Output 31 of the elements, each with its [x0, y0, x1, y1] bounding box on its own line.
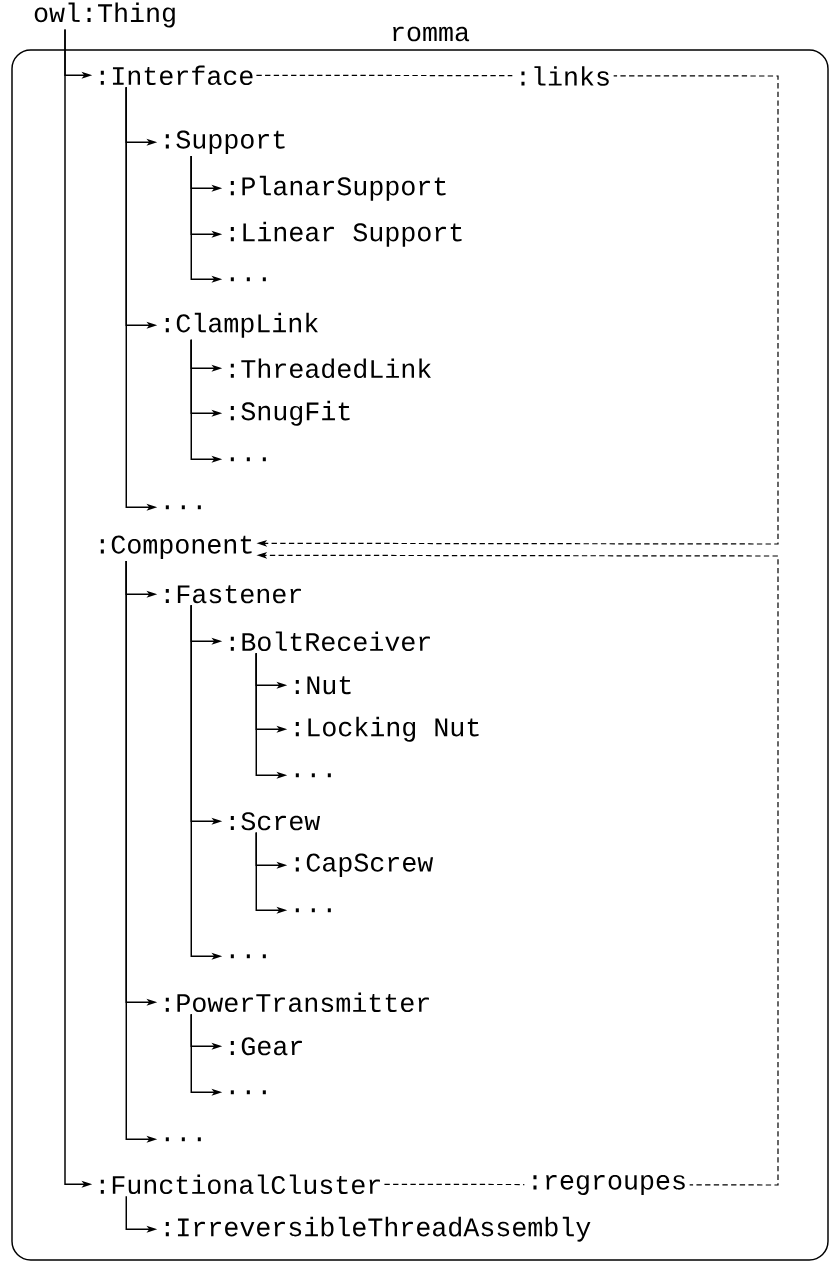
- class-label: ...: [165, 505, 201, 510]
- class-label: :PlanarSupport: [230, 175, 446, 201]
- edge-label: :links: [512, 63, 614, 89]
- class-label: :ThreadedLink: [230, 358, 431, 379]
- class-label: :FunctionalCluster: [100, 1174, 380, 1195]
- class-label: :Fastener: [165, 585, 301, 604]
- class-label: ...: [230, 954, 266, 959]
- class-label: :Nut: [295, 676, 351, 695]
- class-label: ...: [230, 457, 266, 462]
- class-label: :SnugFit: [230, 400, 350, 426]
- class-label: :Support: [165, 130, 285, 154]
- class-label: ...: [230, 277, 266, 282]
- class-label: :Screw: [230, 812, 321, 831]
- class-label: :PowerTransmitter: [165, 992, 429, 1013]
- class-label: ...: [295, 908, 331, 913]
- class-label: ...: [230, 1090, 266, 1095]
- class-label: :ClampLink: [165, 312, 318, 338]
- class-label: :Interface: [100, 65, 253, 86]
- class-label: owl:Thing: [34, 2, 175, 28]
- class-label: :Linear Support: [230, 221, 462, 247]
- node-label: romma: [393, 26, 470, 42]
- class-label: :BoltReceiver: [230, 631, 430, 652]
- class-label: ...: [165, 1137, 201, 1142]
- class-label: :IrreversibleThreadAssembly: [165, 1216, 591, 1242]
- dashed-arrow: [255, 74, 779, 547]
- edge-label: :regroupes: [524, 1172, 690, 1198]
- class-label: :Gear: [230, 1037, 302, 1056]
- class-label: :CapScrew: [295, 853, 434, 877]
- class-label: ...: [295, 773, 331, 778]
- class-label: :Component: [100, 535, 252, 559]
- class-label: :Locking Nut: [295, 716, 479, 742]
